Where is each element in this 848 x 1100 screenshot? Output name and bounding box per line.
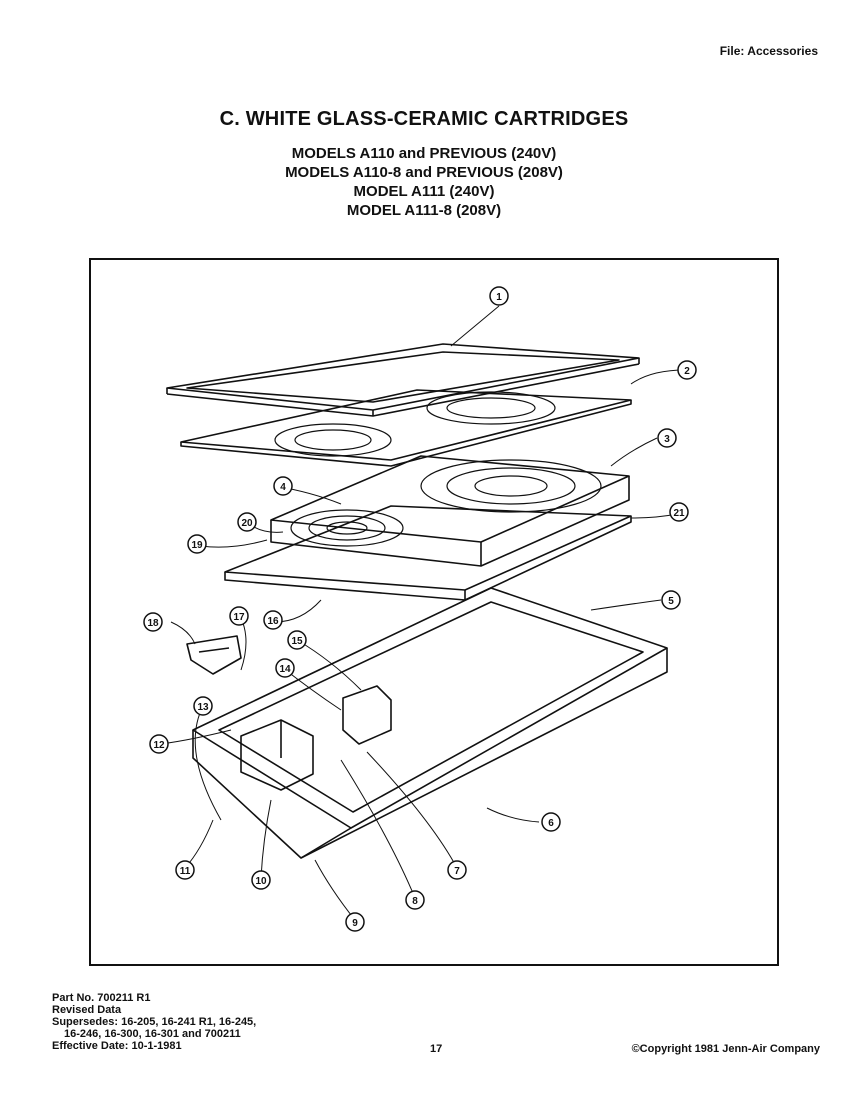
callout-2: 2 [677,360,697,380]
svg-text:3: 3 [664,434,670,445]
diagram-drawing: 1 2 3 4 5 6 7 8 9 10 11 12 13 14 15 16 1… [143,286,697,932]
callout-3: 3 [657,428,677,448]
base-pan-part [192,587,668,859]
svg-text:12: 12 [153,740,165,751]
callout-11: 11 [175,860,195,880]
callout-8: 8 [405,890,425,910]
model-line: MODEL A111 (240V) [353,183,495,200]
svg-text:18: 18 [147,618,159,629]
leader-lines [160,305,686,921]
callout-5: 5 [661,590,681,610]
callout-16: 16 [263,610,283,630]
document-footer: Part No. 700211 R1 Revised Data Supersed… [52,992,256,1052]
svg-text:21: 21 [673,508,685,519]
svg-text:16: 16 [267,616,279,627]
callout-7: 7 [447,860,467,880]
svg-text:11: 11 [180,866,191,877]
svg-text:6: 6 [548,818,554,829]
glass-top-part [180,389,632,467]
file-label: File: Accessories [719,44,818,58]
effective-date: Effective Date: 10-1-1981 [52,1040,182,1052]
callout-20: 20 [237,512,257,532]
callout-15: 15 [287,630,307,650]
svg-text:19: 19 [191,540,203,551]
svg-text:1: 1 [496,292,502,303]
model-list: MODELS A110 and PREVIOUS (240V) MODELS A… [0,144,848,220]
callout-21: 21 [669,502,689,522]
insulation-plate-part [224,505,632,601]
callout-10: 10 [251,870,271,890]
svg-text:2: 2 [684,366,690,377]
callout-12: 12 [149,734,169,754]
supersedes-line: 16-246, 16-300, 16-301 and 700211 [64,1028,241,1040]
svg-text:14: 14 [279,664,291,675]
svg-text:8: 8 [412,896,418,907]
model-line: MODELS A110 and PREVIOUS (240V) [291,145,557,162]
terminal-block-part [240,685,392,791]
frame-part [166,343,640,417]
callout-18: 18 [143,612,163,632]
callout-4: 4 [273,476,293,496]
svg-text:13: 13 [197,702,209,713]
svg-text:10: 10 [255,876,267,887]
callout-19: 19 [187,534,207,554]
bracket-part [186,635,242,675]
callout-13: 13 [193,696,213,716]
svg-text:20: 20 [241,518,253,529]
model-line: MODEL A111-8 (208V) [346,202,502,219]
callout-14: 14 [275,658,295,678]
page-title: C. WHITE GLASS-CERAMIC CARTRIDGES [219,108,629,130]
supersedes-line: Supersedes: 16-205, 16-241 R1, 16-245, [52,1016,257,1028]
page-number: 17 [430,1043,443,1055]
callout-1: 1 [489,286,509,306]
part-number: Part No. 700211 R1 [52,992,151,1004]
burner-patterns [274,391,602,547]
callout-6: 6 [541,812,561,832]
callout-9: 9 [345,912,365,932]
revised-note: Revised Data [52,1004,122,1016]
svg-text:7: 7 [454,866,460,877]
svg-text:9: 9 [352,918,358,929]
callout-17: 17 [229,606,249,626]
svg-text:15: 15 [291,636,303,647]
copyright-notice: ©Copyright 1981 Jenn-Air Company [631,1043,820,1055]
element-housing-part [270,455,630,567]
model-line: MODELS A110-8 and PREVIOUS (208V) [285,164,563,181]
callout-markers: 1 2 3 4 5 6 7 8 9 10 11 12 13 14 15 16 1… [143,286,697,932]
exploded-parts-diagram: 1 2 3 4 5 6 7 8 9 10 11 12 13 14 15 16 1… [89,258,779,966]
svg-text:4: 4 [280,482,286,493]
svg-text:17: 17 [233,612,245,623]
svg-text:5: 5 [668,596,674,607]
